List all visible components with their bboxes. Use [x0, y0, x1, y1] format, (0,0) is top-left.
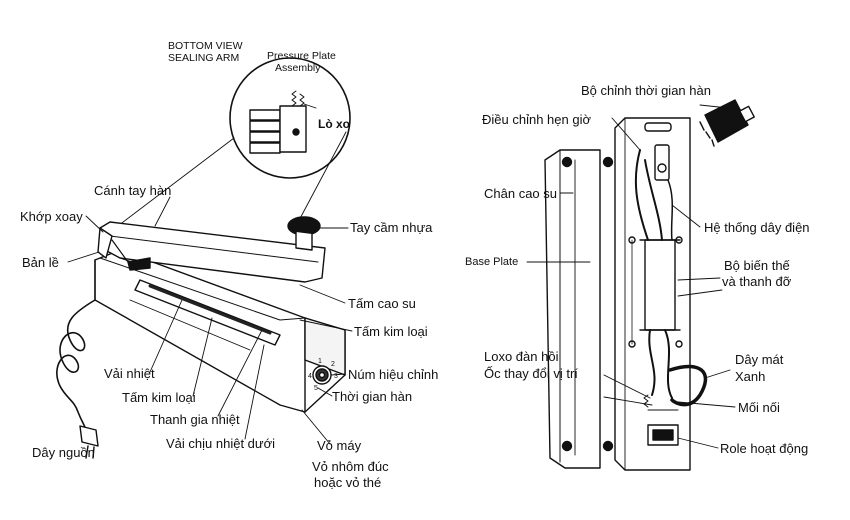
- dial-number: 2: [331, 361, 335, 368]
- label-spring: Loxo đàn hồi: [484, 349, 559, 364]
- label-adjust-knob: Núm hiệu chỉnh: [348, 367, 439, 382]
- label-hinge: Bản lề: [22, 255, 59, 270]
- label-joint: Mối nối: [738, 400, 780, 415]
- label-transformer-line1: Bộ biến thế: [724, 258, 790, 273]
- dial-number: 1: [318, 358, 322, 365]
- label-transformer-line2: và thanh đỡ: [722, 274, 792, 289]
- inset-title-line1: BOTTOM VIEW: [168, 40, 243, 52]
- dial-number: 5: [314, 385, 318, 392]
- inset-part-label-line2: Assembly: [275, 62, 321, 74]
- base-plate: [544, 149, 614, 469]
- label-arm: Cánh tay hàn: [94, 183, 172, 198]
- label-base-plate: Base Plate: [465, 256, 519, 268]
- label-seal-time: Thời gian hàn: [332, 389, 413, 404]
- dial-number: 3: [334, 373, 338, 380]
- label-metal-plate-right: Tấm kim loại: [354, 324, 428, 339]
- label-metal-plate-left: Tấm kim loại: [122, 390, 196, 405]
- label-rubber-pad: Tấm cao su: [348, 296, 416, 311]
- inset-magnifier: [109, 57, 351, 233]
- label-housing-note-line1: Vỏ nhôm đúc: [312, 459, 389, 474]
- label-screw: Ốc thay đổi vị trí: [484, 366, 578, 381]
- dial-numbers: 1 2 3 4 5: [308, 358, 338, 392]
- left-leaders: [67, 196, 353, 445]
- label-rubber-feet: Chân cao su: [484, 186, 557, 201]
- label-heating-bar: Thanh gia nhiệt: [150, 412, 240, 427]
- label-housing-note-line2: hoặc vỏ thé: [314, 475, 382, 490]
- label-ground-wire-line2: Xanh: [735, 369, 766, 384]
- sealer-machine: [56, 216, 346, 459]
- inset-part-label-line1: Pressure Plate: [267, 50, 336, 62]
- label-power-cord: Dây nguồn: [32, 445, 95, 460]
- label-plastic-handle: Tay cầm nhựa: [350, 220, 433, 235]
- label-housing: Vỏ máy: [317, 438, 362, 453]
- label-timer-adjust: Điều chỉnh hẹn giờ: [482, 112, 591, 127]
- label-lower-heat-cloth: Vải chịu nhiệt dưới: [166, 436, 276, 451]
- housing-interior: [614, 117, 708, 471]
- timer-module: [699, 99, 755, 147]
- right-leaders: [526, 104, 736, 449]
- label-pivot: Khớp xoay: [20, 209, 83, 224]
- label-wiring: Hệ thống dây điện: [704, 220, 810, 235]
- label-ground-wire-line1: Dây mát: [735, 352, 784, 367]
- label-heat-cloth: Vải nhiệt: [104, 366, 155, 381]
- label-relay: Role hoạt động: [720, 441, 809, 456]
- inset-title-line2: SEALING ARM: [168, 52, 240, 64]
- label-timer-module: Bộ chỉnh thời gian hàn: [581, 83, 711, 98]
- inset-spring-label: Lò xo: [318, 117, 350, 131]
- dial-number: 4: [308, 373, 312, 380]
